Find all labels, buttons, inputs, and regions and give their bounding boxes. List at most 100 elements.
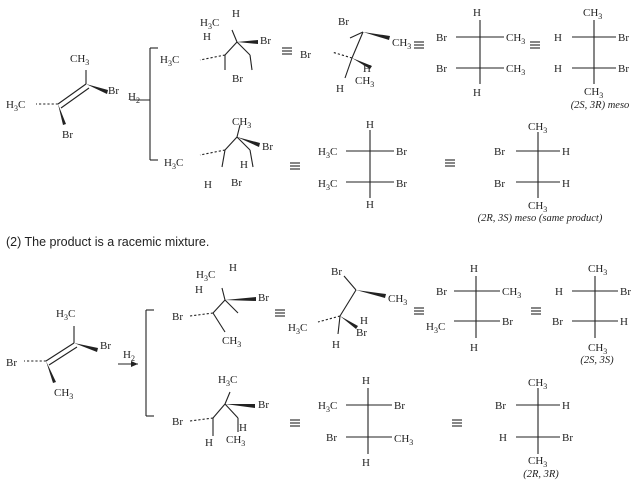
bromine-label: Br <box>172 311 183 323</box>
methyl-label: H3C <box>218 374 237 388</box>
bromine-label: Br <box>338 16 349 28</box>
methyl-label: CH3 <box>392 37 411 51</box>
hydrogen-label: H <box>332 339 340 351</box>
section-2-fischer-lower-a <box>346 388 392 454</box>
hydrogen-label: H <box>195 284 203 296</box>
methyl-label: CH3 <box>54 387 73 401</box>
methyl-label: H3C <box>160 54 179 68</box>
section-1-fischer-upper-b <box>572 20 616 84</box>
bromine-label: Br <box>258 292 269 304</box>
section-2-newman-upper <box>317 275 386 335</box>
bromine-label: Br <box>262 141 273 153</box>
methyl-label: H3C <box>318 146 337 160</box>
methyl-label: H3C <box>56 308 75 322</box>
bromine-label: Br <box>100 340 111 352</box>
section-1-sawhorse-upper <box>199 29 258 71</box>
section-2-fischer-upper-a <box>454 276 500 338</box>
hydrogen-label: H <box>555 286 563 298</box>
section-1-starting-alkene <box>36 70 108 125</box>
hydrogen-label: H <box>366 199 374 211</box>
methyl-label: H3C <box>200 17 219 31</box>
bromine-label: Br <box>620 286 631 298</box>
section-1-newman-upper <box>331 31 390 79</box>
bromine-label: Br <box>436 32 447 44</box>
hydrogen-label: H <box>240 159 248 171</box>
methyl-label: CH3 <box>388 293 407 307</box>
bromine-label: Br <box>300 49 311 61</box>
bromine-label: Br <box>231 177 242 189</box>
methyl-label: CH3 <box>588 342 607 356</box>
hydrogen-label: H <box>336 83 344 95</box>
bromine-label: Br <box>62 129 73 141</box>
bromine-label: Br <box>436 286 447 298</box>
section-1-sawhorse-lower <box>199 124 260 168</box>
bromine-label: Br <box>396 146 407 158</box>
methyl-label: H3C <box>288 322 307 336</box>
methyl-label: CH3 <box>588 263 607 277</box>
methyl-label: CH3 <box>355 75 374 89</box>
bromine-label: Br <box>6 357 17 369</box>
methyl-label: CH3 <box>222 335 241 349</box>
hydrogen-label: H <box>205 437 213 449</box>
equivalence-signs <box>275 41 541 427</box>
section-1-fischer-upper-a <box>456 20 504 84</box>
bromine-label: Br <box>172 416 183 428</box>
methyl-label: H3C <box>318 400 337 414</box>
bromine-label: Br <box>495 400 506 412</box>
methyl-label: CH3 <box>506 63 525 77</box>
methyl-label: CH3 <box>226 434 245 448</box>
methyl-label: CH3 <box>394 433 413 447</box>
hydrogen-label: H <box>562 146 570 158</box>
hydrogen-label: H <box>239 422 247 434</box>
bromine-label: Br <box>552 316 563 328</box>
hydrogen-label: H <box>473 87 481 99</box>
bromine-label: Br <box>436 63 447 75</box>
hydrogen-label: H <box>363 63 371 75</box>
methyl-label: CH3 <box>70 53 89 67</box>
section-2-sawhorse-upper <box>189 287 256 333</box>
methyl-label: CH3 <box>583 7 602 21</box>
hydrogen-label: H <box>554 63 562 75</box>
caption-2s-3r-meso: (2S, 3R) meso <box>571 100 630 111</box>
section-2-sawhorse-lower <box>189 391 255 436</box>
bromine-label: Br <box>331 266 342 278</box>
reagent-h2-label: H2 <box>123 349 135 363</box>
methyl-label: CH3 <box>528 200 547 214</box>
methyl-label: CH3 <box>528 377 547 391</box>
methyl-label: CH3 <box>528 455 547 469</box>
bromine-label: Br <box>562 432 573 444</box>
section-2-fischer-lower-b <box>516 388 560 454</box>
hydrogen-label: H <box>203 31 211 43</box>
bromine-label: Br <box>232 73 243 85</box>
hydrogen-label: H <box>470 263 478 275</box>
bromine-label: Br <box>618 32 629 44</box>
methyl-label: CH3 <box>584 86 603 100</box>
hydrogen-label: H <box>204 179 212 191</box>
methyl-label: H3C <box>426 321 445 335</box>
bromine-label: Br <box>396 178 407 190</box>
bromine-label: Br <box>394 400 405 412</box>
methyl-label: CH3 <box>528 121 547 135</box>
bromine-label: Br <box>618 63 629 75</box>
methyl-label: CH3 <box>232 116 251 130</box>
bromine-label: Br <box>494 146 505 158</box>
hydrogen-label: H <box>562 178 570 190</box>
bromine-label: Br <box>326 432 337 444</box>
section-1-fischer-lower-b <box>516 132 560 198</box>
methyl-label: H3C <box>318 178 337 192</box>
section-2-fischer-upper-b <box>572 276 618 338</box>
methyl-label: H3C <box>196 269 215 283</box>
bromine-label: Br <box>494 178 505 190</box>
section-2-h2-arrow <box>118 309 154 417</box>
section-1-fischer-lower-a <box>346 130 394 198</box>
hydrogen-label: H <box>362 375 370 387</box>
section-1-h2-arrow <box>130 47 158 161</box>
section-2-heading: (2) The product is a racemic mixture. <box>6 235 210 249</box>
hydrogen-label: H <box>499 432 507 444</box>
bromine-label: Br <box>108 85 119 97</box>
hydrogen-label: H <box>473 7 481 19</box>
caption-2r-3s-meso: (2R, 3S) meso (same product) <box>478 213 603 224</box>
hydrogen-label: H <box>229 262 237 274</box>
